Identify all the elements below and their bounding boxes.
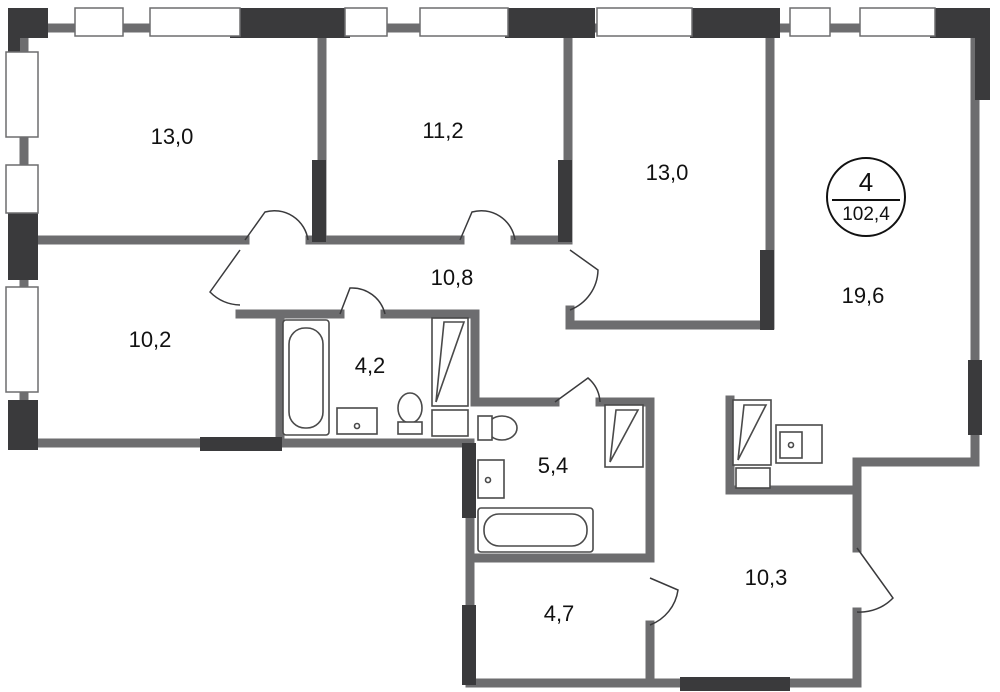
- area-bedroom-top-left: 13,0: [150, 124, 194, 149]
- toilet-1: [397, 392, 423, 424]
- area-living-room: 19,6: [841, 283, 885, 308]
- area-bedroom-top-middle: 11,2: [422, 118, 464, 143]
- area-hall: 10,3: [744, 565, 788, 590]
- doors: [209, 209, 894, 626]
- sink-1: [336, 407, 378, 435]
- area-bedroom-left: 10,2: [128, 327, 172, 352]
- area-corridor: 10,8: [430, 265, 474, 290]
- area-bathroom-2: 5,4: [537, 453, 569, 478]
- area-storage-room: 4,7: [543, 601, 575, 626]
- fixtures: [282, 317, 823, 553]
- area-bedroom-top-right: 13,0: [645, 160, 689, 185]
- walls: [15, 23, 980, 688]
- sink-2: [477, 459, 505, 499]
- apartment-badge: 4 102,4: [826, 157, 906, 237]
- area-bathroom-1: 4,2: [354, 353, 386, 378]
- dark-wall-segments: [8, 8, 990, 691]
- badge-divider: [832, 199, 900, 201]
- windows: [5, 7, 936, 393]
- total-area: 102,4: [842, 204, 890, 225]
- room-count: 4: [858, 167, 874, 197]
